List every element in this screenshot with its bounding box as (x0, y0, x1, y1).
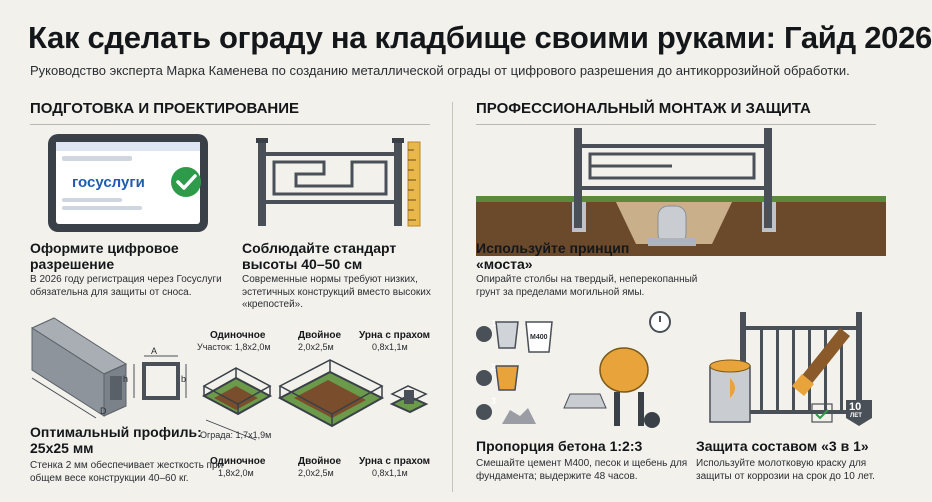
page-subtitle: Руководство эксперта Марка Каменева по с… (30, 63, 850, 78)
concrete-text: Смешайте цемент М400, песок и щебень для… (476, 458, 688, 482)
permit-title: Оформите цифровое разрешение (30, 240, 179, 272)
single-plot-label: Одиночное (210, 330, 266, 341)
section-rule-right (476, 124, 876, 125)
profile-tube-illustration (30, 317, 187, 419)
bottom-double-label: Двойное (298, 456, 342, 467)
urn-plot-area: 0,8x1,1м (372, 342, 408, 352)
cement-bucket-label: M400 (530, 334, 548, 341)
double-plot-area: 2,0x2,5м (298, 342, 334, 352)
fence-size-note: Ограда: 1,7x1,9м (200, 430, 272, 440)
plot-sizes-illustration (201, 359, 429, 441)
height-title: Соблюдайте стандарт высоты 40–50 см (242, 240, 397, 272)
concrete-mix-illustration (476, 311, 671, 428)
dim-a-label: A (151, 346, 158, 356)
bottom-double-area: 2,0x2,5м (298, 468, 334, 478)
protection-title: Защита составом «3 в 1» (696, 438, 869, 454)
bottom-single-area: 1,8x2,0м (218, 468, 254, 478)
single-plot-area: Участок: 1,8x2,0м (197, 342, 271, 352)
bottom-urn-area: 0,8x1,1м (372, 468, 408, 478)
ten-years-badge (846, 400, 872, 426)
step-2-badge: 2 (491, 362, 497, 372)
checkmark-icon (815, 409, 829, 420)
section-rule-left (30, 124, 430, 125)
concrete-title: Пропорция бетона 1:2:3 (476, 438, 643, 454)
badge-unit: ЛЕТ (850, 413, 862, 419)
badge-number: 10 (849, 401, 862, 413)
urn-plot-label: Урна с прахом (359, 330, 431, 341)
step-1-badge: 1 (491, 318, 497, 328)
fence-height-illustration (256, 138, 421, 227)
section-divider (452, 102, 453, 492)
protection-text: Используйте молотковую краску для защиты… (696, 458, 875, 482)
dim-b-label: b (181, 374, 187, 384)
bridge-title: Используйте принцип «моста» (476, 240, 630, 272)
bridge-text: Опирайте столбы на твердый, неперекопанн… (476, 274, 698, 298)
step-3-badge: 3 (491, 396, 497, 406)
section-heading-preparation: ПОДГОТОВКА И ПРОЕКТИРОВАНИЕ (30, 100, 300, 117)
bottom-single-label: Одиночное (210, 456, 266, 467)
double-plot-label: Двойное (298, 330, 342, 341)
profile-text: Стенка 2 мм обеспечивает жесткость при о… (30, 460, 224, 484)
dim-d-label: D (100, 406, 107, 416)
check-icon (171, 167, 201, 197)
dim-h-label: h (123, 374, 129, 384)
profile-title: Оптимальный профиль: 25x25 мм (30, 424, 202, 456)
bridge-principle-illustration (476, 128, 886, 256)
permit-text: В 2026 году регистрация через Госуслуги … (30, 274, 222, 298)
section-heading-installation: ПРОФЕССИОНАЛЬНЫЙ МОНТАЖ И ЗАЩИТА (476, 100, 811, 117)
paint-protection-illustration (709, 312, 872, 426)
tablet-illustration (48, 134, 208, 232)
gosuslugi-logo: госуслуги (72, 174, 145, 191)
bottom-urn-label: Урна с прахом (359, 456, 431, 467)
page-title: Как сделать ограду на кладбище своими ру… (28, 20, 932, 55)
height-text: Современные нормы требуют низких, эстети… (242, 274, 431, 310)
